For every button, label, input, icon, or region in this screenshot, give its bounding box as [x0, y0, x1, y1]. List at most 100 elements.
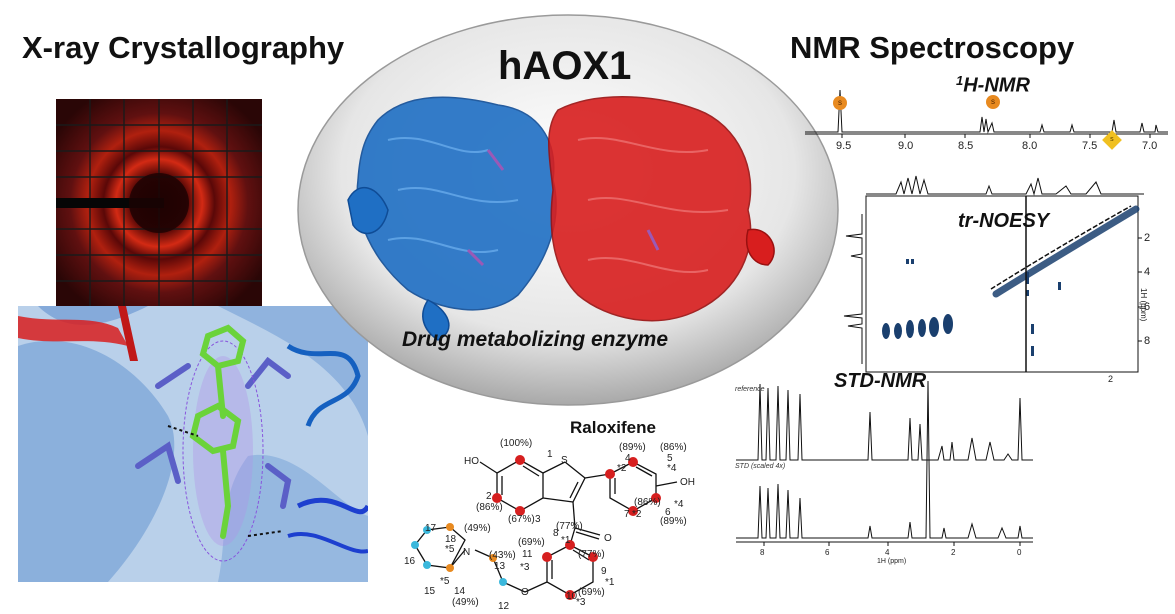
red-chain [548, 96, 775, 322]
num-star1a: *1 [561, 535, 571, 546]
pct-8: (77%) [556, 521, 583, 532]
beam-stop [56, 198, 164, 208]
num-14: 14 [454, 586, 466, 597]
pct-12: (49%) [464, 523, 491, 534]
num-18: 18 [445, 534, 457, 545]
std-tick-2: 6 [825, 548, 830, 557]
pct-4: (86%) [634, 497, 661, 508]
marker-1 [515, 455, 525, 465]
num-11: 11 [522, 549, 533, 560]
std-nmr-spectrum [736, 380, 1033, 546]
num-star1b: *1 [605, 577, 615, 588]
h1-tick-3: 8.5 [958, 140, 974, 152]
num-8: 8 [553, 528, 559, 539]
noesy-crosspeaks [882, 259, 1061, 356]
std-xlabel: 1H (ppm) [877, 558, 907, 565]
pct-1: (100%) [500, 438, 533, 449]
binding-site-view [18, 306, 368, 582]
h1-tick-6: 7.0 [1142, 140, 1158, 152]
marker-13 [489, 554, 497, 562]
protein-ellipse [297, 14, 839, 406]
num-1: 1 [547, 449, 553, 460]
h1-tick-4: 8.0 [1022, 140, 1038, 152]
atom-s: S [561, 455, 568, 466]
marker-11 [542, 552, 552, 562]
marker-2 [492, 493, 502, 503]
molecule-title: Raloxifene [570, 418, 656, 437]
num-2: 2 [486, 491, 492, 502]
raloxifene-structure [411, 455, 678, 600]
pct-11: (43%) [489, 550, 516, 561]
num-4: 4 [625, 453, 631, 464]
electron-density-mesh [182, 340, 264, 562]
marker-4 [605, 469, 615, 479]
num-star5b: *5 [445, 544, 455, 555]
diffraction-pattern [56, 99, 262, 307]
std-tick-1: 8 [760, 548, 765, 557]
pct-14: (69%) [578, 587, 605, 598]
pct-7: (89%) [660, 516, 687, 527]
marker-18 [446, 523, 454, 531]
num-5: 5 [667, 453, 673, 464]
h1-trace [805, 89, 1168, 134]
pct-10: (77%) [578, 549, 605, 560]
num-7: 7 [624, 509, 630, 520]
marker-6 [651, 493, 661, 503]
nmr-title: NMR Spectroscopy [790, 30, 1075, 65]
noesy-diagonal [992, 205, 1140, 298]
marker-15 [423, 561, 431, 569]
marker-10 [565, 590, 575, 600]
ligand-sticks [189, 324, 247, 539]
marker-9 [588, 552, 598, 562]
pct-2: (86%) [476, 502, 503, 513]
num-star3b: *3 [576, 597, 586, 608]
std-tick-5: 0 [1017, 548, 1022, 557]
noesy-ylabel: 1H (ppm) [1139, 288, 1148, 322]
atom-ho: HO [464, 456, 479, 467]
enzyme-title: hAOX1 [498, 44, 632, 88]
pct-13: (49%) [452, 597, 479, 608]
num-9: 9 [601, 566, 607, 577]
residue-sticks [135, 356, 292, 509]
num-star4b: *4 [674, 499, 684, 510]
noesy-spectrum [843, 175, 1144, 373]
cofactors [466, 149, 660, 267]
num-17: 17 [425, 523, 437, 534]
noesy-ytick-2: 4 [1144, 266, 1151, 278]
num-6: 6 [665, 507, 671, 518]
marker-8 [565, 540, 575, 550]
atom-oh: OH [680, 477, 695, 488]
pct-6: (86%) [660, 442, 687, 453]
xray-title: X-ray Crystallography [22, 30, 345, 65]
pct-3: (89%) [619, 442, 646, 453]
marker-5 [628, 457, 638, 467]
num-star2b: *2 [632, 509, 642, 520]
h1-tick-5: 7.5 [1082, 140, 1098, 152]
num-10: 10 [566, 591, 578, 602]
atom-o-carbonyl: O [604, 533, 612, 544]
num-star4a: *4 [667, 463, 677, 474]
atom-o-ether: O [521, 587, 529, 598]
marker-12 [499, 578, 507, 586]
std-tick-3: 4 [885, 548, 890, 557]
atom-n: N [463, 547, 471, 558]
marker-7 [628, 506, 638, 516]
std-label: STD-NMR [834, 370, 927, 392]
num-3: 3 [535, 514, 541, 525]
std-tick-4: 2 [951, 548, 956, 557]
noesy-label: tr-NOESY [958, 210, 1050, 232]
h1-marker-2: s [986, 95, 1000, 109]
noesy-ytick-3: 6 [1144, 301, 1151, 313]
red-helix [18, 316, 128, 346]
h1-marker-1: s [833, 96, 847, 110]
marker-17 [423, 526, 431, 534]
num-13: 13 [494, 561, 506, 572]
h1-nmr-label: 1H-NMR [956, 73, 1030, 97]
num-star5a: *5 [440, 576, 450, 587]
num-star2a: *2 [617, 463, 627, 474]
proton-markers [411, 455, 661, 600]
enzyme-caption: Drug metabolizing enzyme [402, 328, 669, 351]
marker-16 [411, 541, 419, 549]
pct-5: (67%) [508, 514, 535, 525]
pct-9: (69%) [518, 537, 545, 548]
